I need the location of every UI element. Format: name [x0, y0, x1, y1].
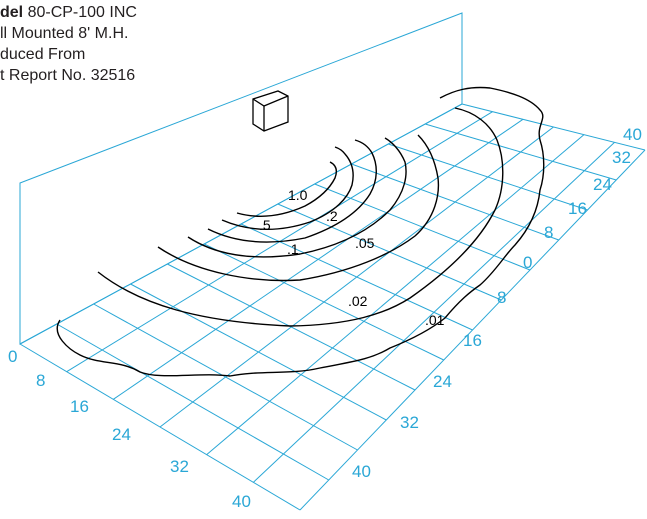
grid-line-longitudinal: [113, 118, 524, 400]
contour-lines: [56, 86, 545, 377]
right-edge-far-tick-label: 32: [612, 148, 631, 167]
grid-line-longitudinal: [206, 134, 585, 456]
front-edge-tick-label: 32: [170, 457, 189, 476]
contour-value-label: 1.0: [288, 187, 308, 203]
right-edge-far-tick-label: 40: [623, 125, 642, 144]
figure-caption: del 80-CP-100 INC ll Mounted 8' M.H. duc…: [0, 2, 137, 86]
contour-005: [157, 134, 440, 282]
right-edge-near-tick-label: 40: [352, 462, 371, 481]
report-line: t Report No. 32516: [0, 67, 136, 84]
contour-labels: 1.0 .5 .2 .1 .05 .02 .01: [259, 187, 445, 328]
contour-value-label: .5: [259, 217, 271, 233]
grid-line-longitudinal: [159, 126, 554, 428]
contour-value-label: .2: [326, 208, 338, 224]
front-edge-tick-label: 0: [8, 347, 17, 366]
right-edge-near-tick-label: 8: [497, 288, 506, 307]
right-edge-far-tick-label: 16: [568, 199, 587, 218]
luminaire-icon: [252, 90, 289, 132]
contour-value-label: .05: [355, 235, 375, 251]
right-edge-far-tick-label: 24: [593, 175, 612, 194]
contour-001: [56, 86, 545, 377]
contour-01: [187, 137, 407, 258]
contour-value-label: .1: [287, 241, 299, 257]
contour-002: [97, 107, 504, 327]
front-edge-tick-label: 24: [112, 425, 131, 444]
front-edge-tick-label: 16: [70, 397, 89, 416]
contour-02: [207, 139, 377, 243]
right-edge-near-tick-label: 32: [400, 413, 419, 432]
front-edge-tick-label: 40: [232, 492, 251, 511]
mounting-line: ll Mounted 8' M.H.: [0, 25, 129, 42]
model-value: 80-CP-100 INC: [23, 4, 137, 21]
model-label: del: [0, 4, 24, 21]
front-edge-tick-label: 8: [36, 371, 45, 390]
contour-05: [221, 146, 354, 230]
contour-value-label: .01: [425, 312, 445, 328]
right-edge-near-tick-label: 16: [463, 331, 482, 350]
source-line: duced From: [0, 46, 86, 63]
right-edge-near-tick-label: 24: [433, 372, 452, 391]
right-edge-far-tick-label: 8: [544, 223, 553, 242]
grid-line-longitudinal: [19, 103, 463, 345]
right-edge-far-tick-label: 0: [523, 253, 532, 272]
contour-10: [236, 161, 338, 217]
contour-value-label: .02: [348, 293, 368, 309]
grid-line-longitudinal: [252, 141, 615, 483]
grid-line-longitudinal: [299, 149, 646, 511]
